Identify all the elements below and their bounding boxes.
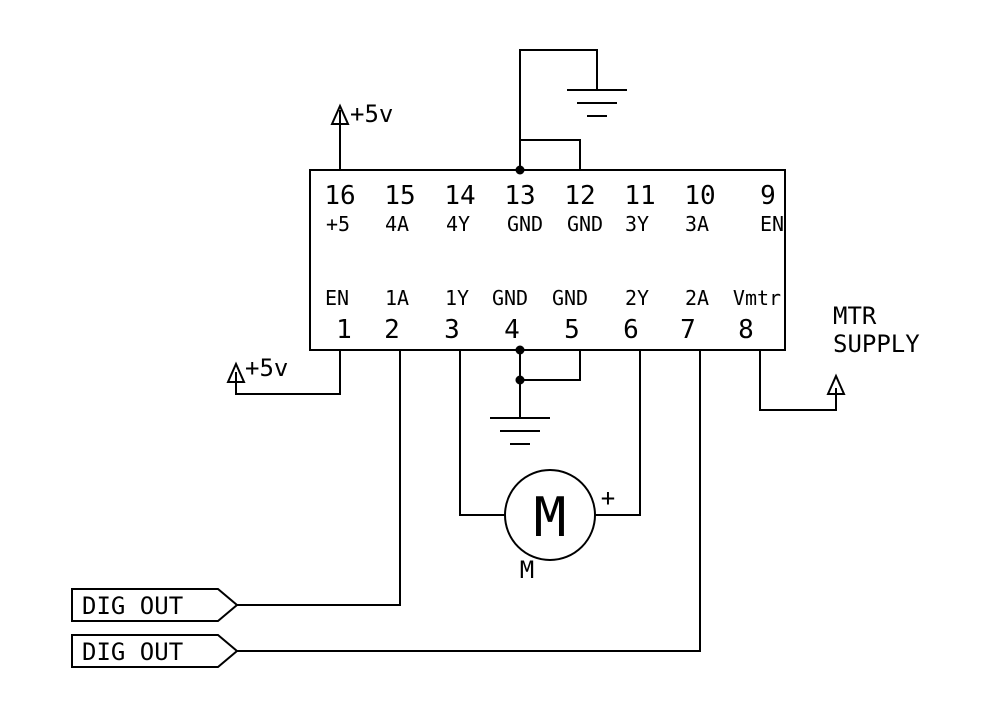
pin-14-number: 14	[444, 181, 475, 211]
pin-2-signal: 1A	[385, 286, 409, 310]
motor-icon	[504, 469, 596, 561]
pin-2-wire	[237, 350, 401, 606]
pin-4-number: 4	[504, 315, 520, 345]
driver-ic-body	[309, 169, 786, 351]
motor-plus-label: +	[601, 484, 615, 512]
pin-7-number: 7	[680, 315, 696, 345]
pin-4-5-link	[520, 350, 581, 381]
pin-12-signal: GND	[567, 212, 603, 236]
pin-6-motor-wire	[595, 350, 641, 516]
ground-icon-bottom	[490, 417, 550, 445]
pin-3-number: 3	[444, 315, 460, 345]
supply-top-label: +5v	[350, 100, 393, 128]
dig-out-connector-2	[71, 634, 239, 668]
motor-label: M	[520, 556, 534, 584]
pin-1-signal: EN	[325, 286, 349, 310]
pin-13-ground-wire	[519, 49, 598, 170]
dig-out-connector-1	[71, 588, 239, 622]
pin-5-signal: GND	[552, 286, 588, 310]
pin-5-number: 5	[564, 315, 580, 345]
ground-icon-top	[567, 89, 627, 117]
dig-out-label-2: DIG OUT	[82, 638, 183, 666]
pin-16-signal: +5	[326, 212, 350, 236]
pin-8-number: 8	[738, 315, 754, 345]
junction-dot-top	[515, 165, 525, 175]
supply-arrow-top	[330, 103, 350, 125]
dig-out-label-1: DIG OUT	[82, 592, 183, 620]
pin-4-signal: GND	[492, 286, 528, 310]
pin-7-wire	[237, 350, 701, 652]
pin-15-signal: 4A	[385, 212, 409, 236]
pin-3-signal: 1Y	[445, 286, 469, 310]
pin-9-signal: EN	[760, 212, 784, 236]
pin-11-number: 11	[624, 181, 655, 211]
junction-dot-bottom-2	[515, 375, 525, 385]
pin-13-12-link	[520, 139, 581, 170]
pin-12-number: 12	[564, 181, 595, 211]
pin-6-number: 6	[623, 315, 639, 345]
supply-left-label: +5v	[245, 354, 288, 382]
motor-symbol: M	[534, 486, 567, 549]
pin-1-number: 1	[336, 315, 352, 345]
pin-14-signal: 4Y	[446, 212, 470, 236]
pin-8-wire	[759, 350, 837, 411]
pin-7-signal: 2A	[685, 286, 709, 310]
motor-supply-arrow	[826, 373, 846, 395]
pin-6-signal: 2Y	[625, 286, 649, 310]
supply-arrow-left	[226, 361, 246, 383]
motor-supply-label-line1: MTR	[833, 302, 877, 330]
pin-15-number: 15	[384, 181, 415, 211]
pin-13-number: 13	[504, 181, 535, 211]
junction-dot-bottom-1	[515, 345, 525, 355]
motor-supply-label-line2: SUPPLY	[833, 330, 920, 358]
pin-3-motor-wire	[459, 350, 505, 516]
pin-10-signal: 3A	[685, 212, 709, 236]
pin-16-number: 16	[324, 181, 355, 211]
pin-9-number: 9	[760, 181, 776, 211]
pin-13-signal: GND	[507, 212, 543, 236]
pin-11-signal: 3Y	[625, 212, 649, 236]
pin-8-signal: Vmtr	[733, 286, 781, 310]
pin-10-number: 10	[684, 181, 715, 211]
pin-2-number: 2	[384, 315, 400, 345]
